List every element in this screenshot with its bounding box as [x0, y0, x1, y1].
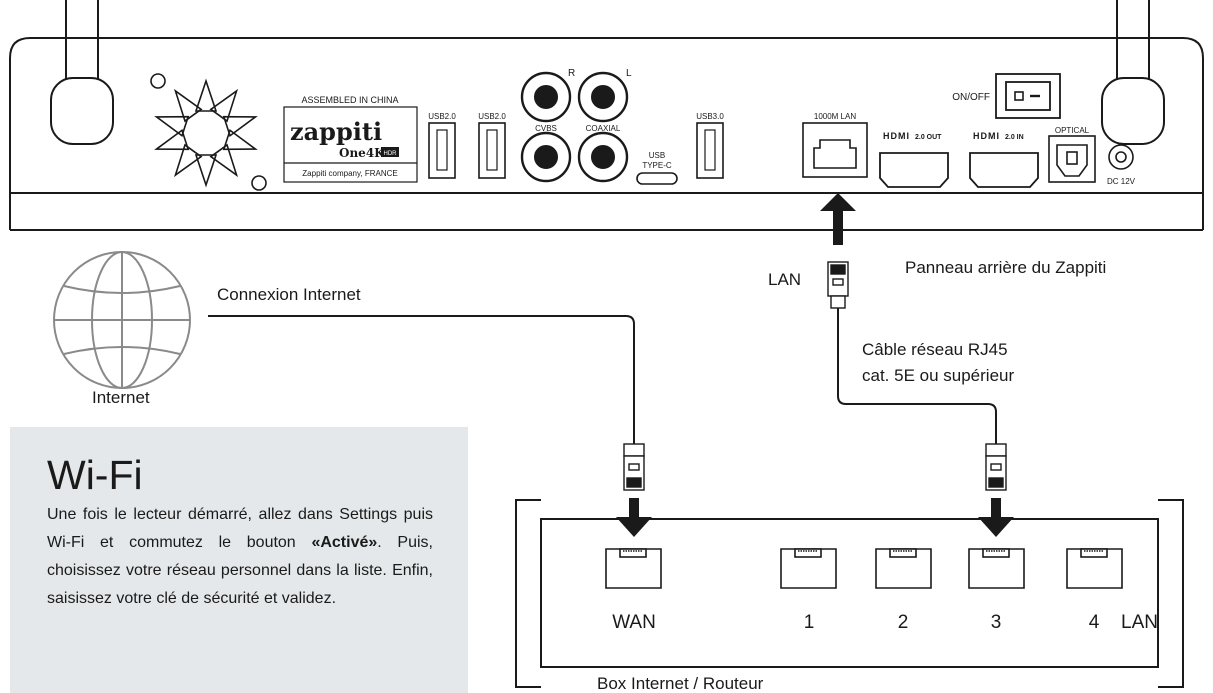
router-port-label-4: 4	[1089, 612, 1100, 633]
wifi-text-part1: Une fois le lecteur démarré, allez dans …	[47, 506, 433, 551]
router-port-3	[968, 548, 1025, 589]
coaxial-label: COAXIAL	[586, 124, 621, 133]
router-port-label-2: 2	[898, 612, 909, 633]
wifi-instructions-text: Une fois le lecteur démarré, allez dans …	[47, 501, 433, 613]
internet-cable	[208, 315, 635, 444]
assembled-label: ASSEMBLED IN CHINA	[301, 95, 398, 105]
hdmi-in-logo: HDMI	[973, 131, 1000, 141]
fan-vent	[150, 73, 267, 191]
wifi-instructions-panel: Wi-Fi Une fois le lecteur démarré, allez…	[10, 427, 468, 693]
arrow-down-icon	[978, 498, 1014, 537]
label-plate	[283, 106, 418, 183]
hdmi-out-logo: HDMI	[883, 131, 910, 141]
panel-labels: ASSEMBLED IN CHINA zappiti One4K HDR Zap…	[290, 68, 1136, 186]
lan-port-label: 1000M LAN	[814, 112, 856, 121]
power-switch-label: ON/OFF	[952, 92, 990, 103]
audio-l-label: L	[626, 68, 632, 79]
wifi-title: Wi-Fi	[47, 452, 143, 498]
arrow-up-icon	[820, 193, 856, 245]
zappiti-rear-panel	[9, 0, 1204, 231]
cable-spec-line2: cat. 5E ou supérieur	[862, 366, 1014, 385]
wifi-text-part2: . Puis, choisissez votre réseau personne…	[47, 534, 433, 607]
router-box	[515, 499, 1184, 688]
globe-icon	[53, 251, 191, 389]
hdr-badge	[381, 147, 399, 157]
internet-connection-label: Connexion Internet	[217, 285, 361, 304]
usb-typec-label-2: TYPE-C	[642, 161, 672, 170]
usb2-label-b: USB2.0	[478, 112, 506, 121]
router-port-wan	[605, 548, 662, 589]
router-lan-label: LAN	[1121, 612, 1158, 633]
hdmi-in-port	[969, 152, 1039, 188]
router-ports	[605, 548, 1123, 589]
cvbs-label: CVBS	[535, 124, 557, 133]
zappiti-logo: zappiti	[290, 117, 382, 146]
router-port-label-3: 3	[991, 612, 1002, 633]
router-port-label-1: 1	[804, 612, 815, 633]
lan-cable	[837, 308, 997, 444]
hdmi-in-label: 2.0 IN	[1005, 134, 1024, 141]
rj45-connector-wan	[623, 443, 645, 491]
usb2-port-b	[478, 122, 506, 179]
arrow-down-icon	[616, 498, 652, 537]
usb-typec-label-1: USB	[649, 151, 665, 160]
internet-label: Internet	[92, 388, 150, 407]
hdmi-out-label: 2.0 OUT	[915, 134, 942, 141]
audio-r-label: R	[568, 68, 575, 79]
hdmi-out-port	[879, 152, 949, 188]
dc-jack	[1108, 144, 1134, 170]
router-port-1	[780, 548, 837, 589]
company-label: Zappiti company, FRANCE	[302, 169, 397, 178]
model-label: One4K	[339, 146, 385, 160]
usb3-port	[696, 122, 724, 179]
left-antenna	[50, 0, 114, 145]
right-antenna	[1101, 0, 1165, 145]
usb2-label-a: USB2.0	[428, 112, 456, 121]
usb2-port-a	[428, 122, 456, 179]
optical-port	[1048, 135, 1096, 183]
optical-label: OPTICAL	[1055, 126, 1090, 135]
rj45-connector-top	[827, 261, 849, 309]
router-caption: Box Internet / Routeur	[597, 674, 764, 693]
zappiti-panel-caption: Panneau arrière du Zappiti	[905, 258, 1106, 277]
dc-label: DC 12V	[1107, 177, 1136, 186]
power-switch	[995, 73, 1061, 119]
router-port-2	[875, 548, 932, 589]
usb3-label: USB3.0	[696, 112, 724, 121]
rj45-connector-lan3	[985, 443, 1007, 491]
router-port-label-wan: WAN	[612, 612, 656, 633]
router-port-4	[1066, 548, 1123, 589]
rca-jacks	[520, 71, 629, 183]
wifi-text-bold: «Activé»	[311, 534, 378, 551]
cable-spec-line1: Câble réseau RJ45	[862, 340, 1008, 359]
lan-cable-label: LAN	[768, 270, 801, 289]
usb-typec-port	[636, 172, 678, 185]
panel-lan-port	[802, 122, 868, 178]
hdr-badge-text: HDR	[384, 151, 398, 157]
cables	[208, 308, 997, 444]
